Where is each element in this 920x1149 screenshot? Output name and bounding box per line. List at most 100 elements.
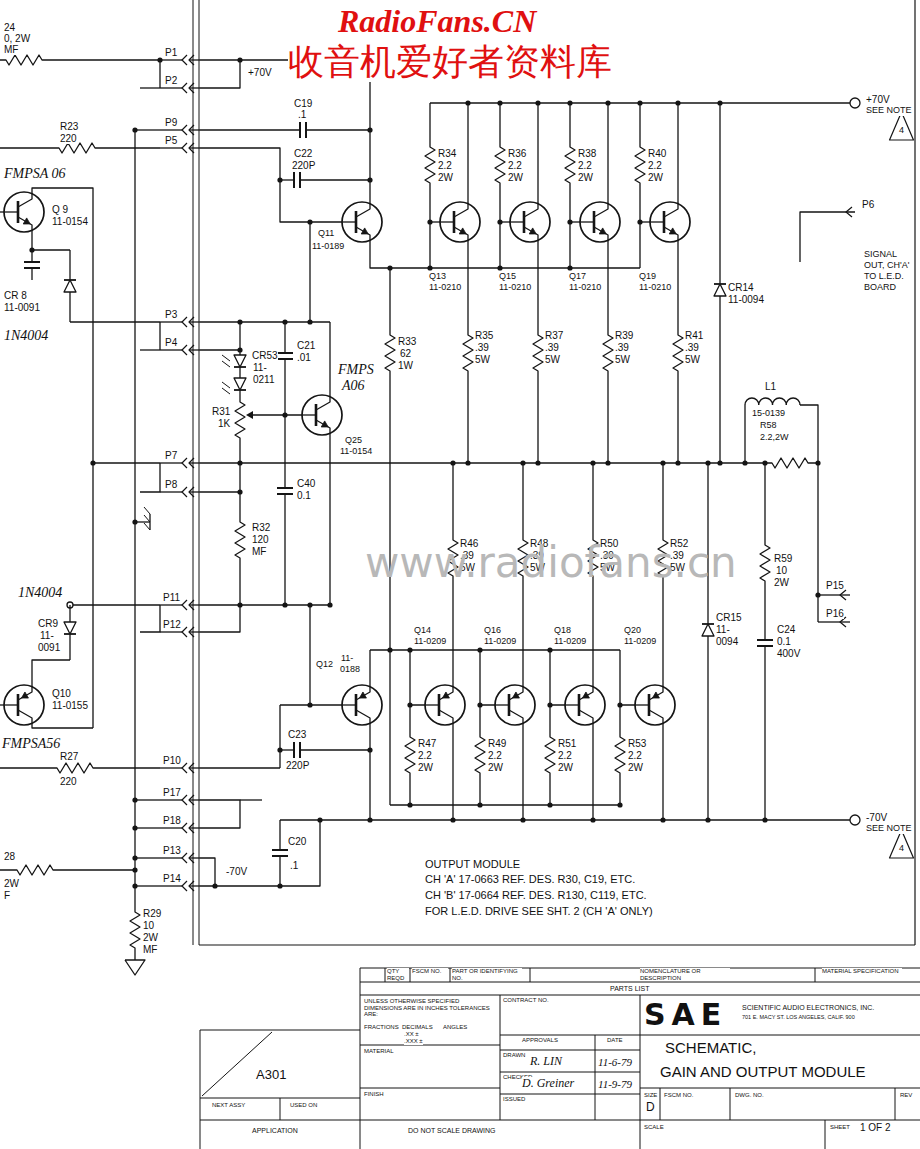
component-label: UNLESS OTHERWISE SPECIFIED DIMENSIONS AR… [364,998,498,1018]
wire [159,60,160,88]
transistor-symbol [302,414,316,415]
handwritten-note: 11-9-79 [598,1078,632,1090]
diode-symbol [234,366,246,368]
transistor-symbol [454,203,468,217]
component-label: 220 [60,133,77,144]
resistor-symbol [0,865,135,875]
component-label: R47 [418,738,436,749]
component-label: C21 [297,340,315,351]
note-triangle [890,112,914,140]
title-block-line [385,968,386,982]
wire [309,605,310,705]
inductor-symbol [745,398,800,405]
title-block-line [200,1120,640,1121]
capacitor-symbol [299,742,301,758]
watermark-logo: RadioFans.CN [338,4,536,39]
title-block-line [640,1120,920,1121]
component-label: DO NOT SCALE DRAWING [408,1127,496,1135]
resistor-symbol [405,705,415,805]
component-label: SCIENTIFIC AUDIO ELECTRONICS, INC. [742,1004,874,1012]
wire [239,350,240,355]
component-label: 4 [899,844,904,854]
wire [764,630,765,640]
junction-dot [590,460,595,465]
wire [200,60,240,88]
junction-dot [547,802,552,807]
transistor-symbol [579,686,593,700]
transistor-symbol [650,221,664,222]
transistor-symbol [18,193,32,207]
component-label: P11 [163,592,180,603]
junction-dot [705,817,710,822]
wire [160,129,182,130]
component-label: P14 [163,873,181,884]
component-label: D [646,1101,655,1114]
component-label: 220P [286,760,309,771]
transistor-symbol [495,685,535,725]
capacitor-symbol [757,639,773,641]
wire [744,405,745,463]
junction-dot [762,460,767,465]
wire [818,594,850,595]
wire [200,148,342,222]
transistor-symbol [454,227,468,241]
transistor-symbol [4,211,18,212]
component-label: C19 [294,98,312,109]
component-label: 24 [4,22,15,33]
component-label: 2W [488,762,503,773]
component-label: 11-0209 [484,637,516,647]
component-label: 2.2,2W [760,433,789,443]
junction-dot [367,127,372,132]
title-block-line [640,1035,920,1036]
title-block-line [450,968,451,982]
connector-pin [182,83,187,93]
connector-pin [182,458,187,468]
connector-pin [182,763,187,773]
terminal-circle [850,815,860,825]
component-label: REV [900,1092,912,1099]
wire [817,463,818,622]
wire [159,322,160,350]
wire [309,222,310,322]
wire [537,103,538,203]
connector-pin [182,143,187,153]
transistor-symbol [495,704,509,705]
junction-dot [307,702,312,707]
component-label: FOR L.E.D. DRIVE SEE SHT. 2 (CH 'A' ONLY… [425,905,653,917]
handwritten-note: FMPSA56 [2,736,60,751]
capacitor-symbol [24,261,40,263]
transistor-arrow [442,692,449,698]
component-label: DECIMALS [402,1024,433,1031]
component-label: 2W [578,172,593,183]
component-label: .39 [615,342,629,353]
wire [592,724,593,820]
title-block-line [825,1120,826,1149]
component-label: 28 [4,851,15,862]
wire [160,604,182,605]
component-label: 11-0210 [429,283,461,293]
connector-pin [182,823,187,833]
diode-symbol [702,623,714,625]
junction-dot [307,219,312,224]
component-label: R58 [760,421,777,431]
component-label: 0, 2W [4,33,30,44]
connector-pin [182,881,187,891]
component-label: P3 [165,309,177,320]
resistor-symbol [385,268,395,650]
wire [719,296,720,463]
wire [200,463,240,492]
component-label: SIGNAL [864,250,897,260]
wire [0,211,4,212]
handwritten-note: FMPS [338,362,374,377]
title-block-line [360,1045,500,1046]
title-block-line [500,1072,640,1073]
title-block-line [500,1094,640,1095]
component-label: 11-0154 [52,216,88,227]
wire [252,414,302,415]
title-block-line [895,1088,896,1120]
component-label: R51 [558,738,576,749]
connector-pin [182,55,187,65]
wire [284,322,285,353]
led-arrow [222,355,230,361]
component-label: C40 [297,478,315,489]
